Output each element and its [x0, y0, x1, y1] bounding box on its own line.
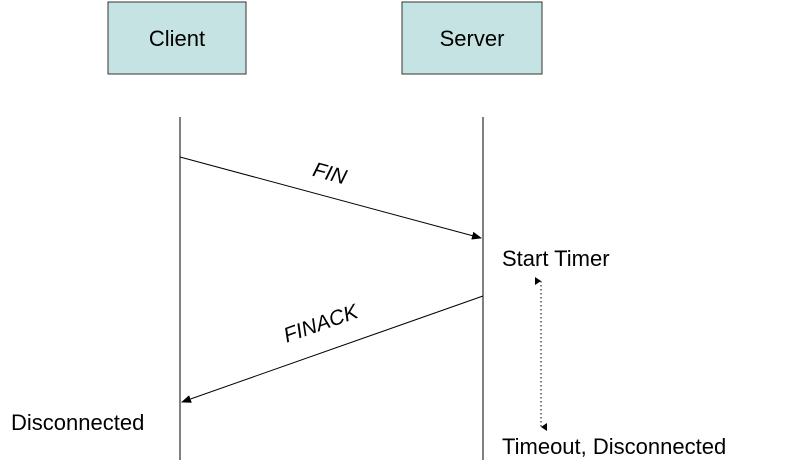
client-disconnected-label: Disconnected	[11, 410, 144, 435]
start-timer-label: Start Timer	[502, 246, 610, 271]
client-label: Client	[149, 26, 205, 51]
fin-label: FIN	[310, 158, 349, 189]
client-box: Client	[107, 1, 247, 75]
fin-arrow	[179, 156, 482, 240]
server-label: Server	[440, 26, 505, 51]
finack-label: FINACK	[281, 300, 362, 348]
finack-arrow	[181, 295, 484, 403]
server-timeout-label: Timeout, Disconnected	[502, 434, 726, 459]
server-box: Server	[401, 1, 543, 75]
